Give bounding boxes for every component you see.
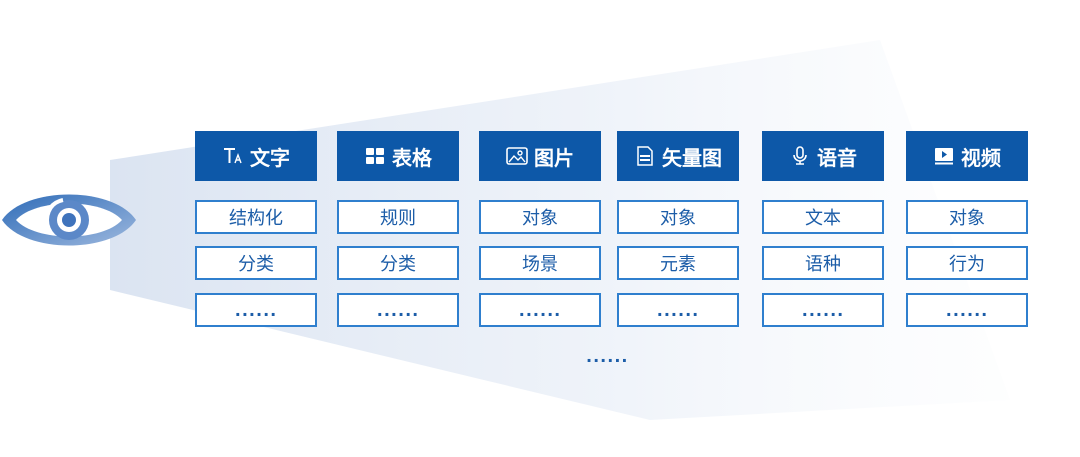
- more-indicator: ......: [586, 347, 629, 366]
- category-header: 语音: [762, 131, 884, 181]
- video-play-icon: [933, 145, 955, 167]
- category-item: 规则: [337, 200, 459, 234]
- category-column: 语音 文本 语种 ......: [762, 131, 884, 327]
- category-title: 表格: [392, 145, 432, 170]
- category-title: 矢量图: [662, 145, 722, 170]
- category-title: 文字: [250, 145, 290, 170]
- image-icon: [506, 145, 528, 167]
- eye-icon: [2, 194, 136, 246]
- category-item: 对象: [906, 200, 1028, 234]
- category-item-more: ......: [195, 293, 317, 327]
- category-title: 图片: [534, 145, 574, 170]
- category-item: 场景: [479, 246, 601, 280]
- category-item: 结构化: [195, 200, 317, 234]
- category-column: 矢量图 对象 元素 ......: [617, 131, 739, 327]
- category-item: 文本: [762, 200, 884, 234]
- category-item: 行为: [906, 246, 1028, 280]
- svg-file-icon: [634, 145, 656, 167]
- category-item: 语种: [762, 246, 884, 280]
- category-item-more: ......: [337, 293, 459, 327]
- category-column: 图片 对象 场景 ......: [479, 131, 601, 327]
- category-item: 分类: [195, 246, 317, 280]
- category-header: 视频: [906, 131, 1028, 181]
- category-header: 表格: [337, 131, 459, 181]
- category-item: 对象: [479, 200, 601, 234]
- category-column: 视频 对象 行为 ......: [906, 131, 1028, 327]
- category-item: 对象: [617, 200, 739, 234]
- category-column: 表格 规则 分类 ......: [337, 131, 459, 327]
- category-item: 元素: [617, 246, 739, 280]
- category-item-more: ......: [906, 293, 1028, 327]
- category-title: 视频: [961, 145, 1001, 170]
- category-title: 语音: [817, 145, 857, 170]
- category-item-more: ......: [617, 293, 739, 327]
- category-header: 文字: [195, 131, 317, 181]
- category-item: 分类: [337, 246, 459, 280]
- category-header: 矢量图: [617, 131, 739, 181]
- microphone-icon: [789, 145, 811, 167]
- category-header: 图片: [479, 131, 601, 181]
- grid-icon: [364, 145, 386, 167]
- category-item-more: ......: [479, 293, 601, 327]
- category-column: 文字 结构化 分类 ......: [195, 131, 317, 327]
- text-format-icon: [222, 145, 244, 167]
- category-item-more: ......: [762, 293, 884, 327]
